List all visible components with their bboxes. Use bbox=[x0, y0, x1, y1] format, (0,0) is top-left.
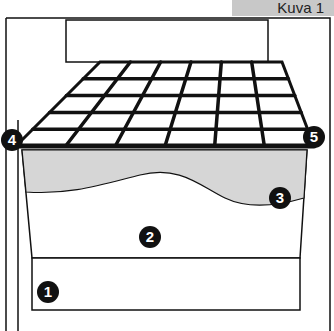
side-line bbox=[17, 120, 19, 331]
grid-line bbox=[252, 62, 265, 146]
grid-line bbox=[115, 62, 160, 146]
grid-line bbox=[33, 127, 308, 131]
mattress-base-1 bbox=[32, 258, 300, 310]
frame bbox=[6, 18, 330, 331]
mattress-layer-2 bbox=[22, 150, 307, 258]
grid-line bbox=[16, 144, 314, 149]
grid-line bbox=[165, 62, 191, 146]
headboard bbox=[66, 20, 268, 62]
callout-number: 2 bbox=[139, 226, 161, 248]
callout-number: 4 bbox=[1, 129, 23, 151]
grid-line bbox=[50, 111, 302, 115]
header-bar bbox=[232, 0, 334, 16]
mattress-layer-3 bbox=[22, 150, 307, 205]
grid-line bbox=[83, 77, 288, 81]
callout-number: 5 bbox=[303, 126, 325, 148]
callout-number: 3 bbox=[269, 187, 291, 209]
grid-outline bbox=[16, 62, 314, 146]
grid-line bbox=[215, 62, 222, 146]
grid-line bbox=[66, 94, 294, 98]
callout-number: 1 bbox=[37, 281, 59, 303]
spring-grid bbox=[16, 62, 314, 146]
figure-caption: Kuva 1 bbox=[277, 0, 324, 16]
